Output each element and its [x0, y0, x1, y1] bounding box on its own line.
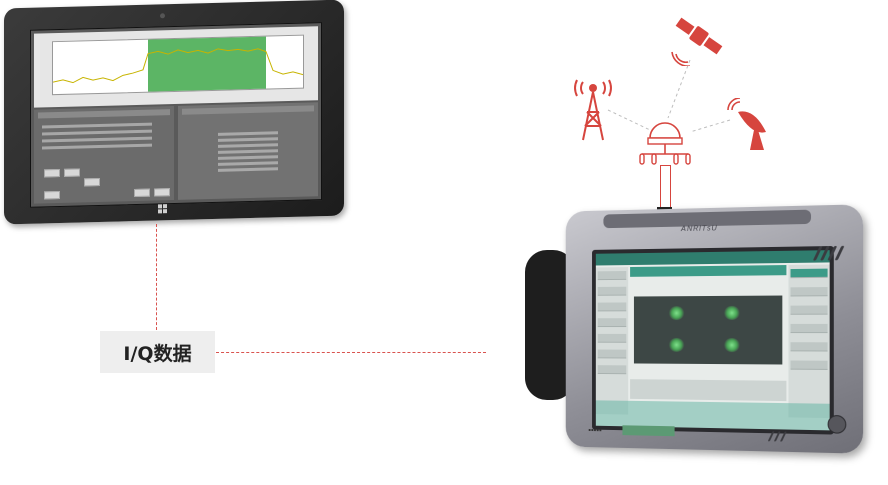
product-badge	[622, 425, 675, 437]
analyzer-screen	[592, 245, 834, 435]
menu-item[interactable]	[597, 286, 627, 296]
right-softkeys	[788, 264, 830, 419]
menu-item[interactable]	[597, 333, 627, 343]
satellite-dish-icon	[727, 98, 766, 150]
softkey[interactable]	[790, 323, 828, 334]
constellation-point	[723, 305, 740, 320]
connector-horizontal	[216, 352, 486, 353]
softkey[interactable]	[790, 305, 828, 315]
spectrum-trace	[53, 48, 303, 84]
iq-data-text: I/Q数据	[123, 342, 192, 365]
constellation-point	[723, 338, 740, 353]
softkey[interactable]	[790, 342, 828, 352]
constellation-plot	[633, 295, 783, 365]
tablet-device	[4, 0, 344, 225]
menu-item[interactable]	[597, 302, 627, 312]
menu-item[interactable]	[597, 318, 627, 328]
connector-vertical	[156, 224, 157, 330]
cell-tower-icon	[574, 79, 612, 141]
power-icon[interactable]	[827, 414, 847, 434]
left-menu	[595, 267, 629, 415]
satellite-icon	[671, 17, 723, 66]
iq-data-label: I/Q数据	[100, 331, 215, 373]
measurement-summary	[630, 379, 787, 402]
gnss-antenna-icon	[639, 122, 691, 165]
constellation-point	[668, 306, 685, 321]
softkey[interactable]	[790, 287, 828, 297]
menu-item[interactable]	[597, 270, 627, 281]
spectrum-analyzer-device: ᴬᴺᴿᴵᵀˢᵁ ▪▪▪▪▪	[565, 204, 864, 454]
softkey[interactable]	[790, 360, 828, 370]
spectrum-panel	[34, 26, 318, 108]
menu-item[interactable]	[597, 349, 627, 359]
menu-item[interactable]	[597, 365, 627, 375]
model-label: ▪▪▪▪▪	[588, 425, 602, 435]
spectrum-plot	[52, 34, 304, 96]
status-bar	[595, 250, 830, 266]
brand-logo: ᴬᴺᴿᴵᵀˢᵁ	[680, 223, 718, 237]
constellation-point	[668, 337, 685, 352]
softkey[interactable]	[790, 268, 828, 279]
tablet-screen	[30, 22, 322, 208]
measurement-title-bar	[630, 265, 787, 277]
